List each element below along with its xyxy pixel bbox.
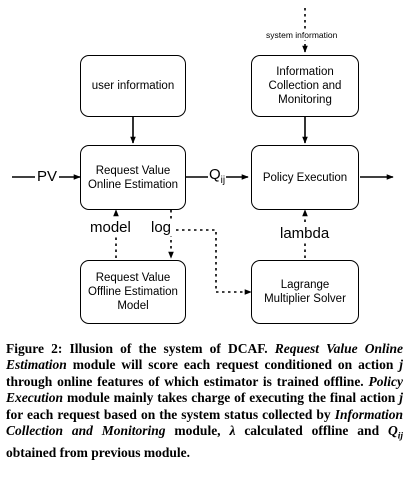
caption-part: obtained from previous module. bbox=[6, 445, 191, 461]
information-collection-box: Information Collection and Monitoring bbox=[251, 55, 359, 117]
policy-execution-label: Policy Execution bbox=[262, 171, 348, 184]
q-ij-main: Q bbox=[209, 166, 221, 183]
q-ij-subscript: ij bbox=[220, 175, 226, 186]
lambda-label: lambda bbox=[279, 225, 331, 242]
log-label: log bbox=[150, 219, 173, 236]
caption-part: for each request based on the system sta… bbox=[6, 406, 335, 422]
caption-part: Information Collection and Monitoring bbox=[6, 406, 403, 439]
lagrange-multiplier-solver-box: Lagrange Multiplier Solver bbox=[251, 260, 359, 324]
caption-part: Request Value Online Estimation bbox=[6, 341, 403, 373]
request-value-offline-estimation-box: Request Value Offline Estimation Model bbox=[80, 260, 186, 324]
log-arrow-to-lagrange bbox=[176, 229, 252, 295]
policy-execution-box: Policy Execution bbox=[251, 145, 359, 210]
figure-caption: Figure 2: Illusion of the system of DCAF… bbox=[6, 341, 403, 462]
lagrange-multiplier-solver-label: Lagrange Multiplier Solver bbox=[264, 279, 346, 305]
caption-figure-label: Figure 2: bbox=[6, 341, 63, 356]
information-collection-label: Information Collection and Monitoring bbox=[268, 66, 342, 106]
caption-part: module mainly takes charge of executing … bbox=[63, 390, 400, 406]
caption-part: Illusion of the system of DCAF. bbox=[62, 341, 275, 356]
caption-part: j bbox=[399, 390, 403, 406]
caption-body: Illusion of the system of DCAF. Request … bbox=[6, 341, 403, 460]
q-ij-label: Qij bbox=[208, 166, 227, 186]
pv-label: PV bbox=[35, 168, 60, 185]
caption-part: through online features of which estimat… bbox=[6, 373, 369, 389]
request-value-offline-estimation-label: Request Value Offline Estimation Model bbox=[88, 272, 178, 312]
request-value-online-estimation-box: Request Value Online Estimation bbox=[80, 145, 186, 210]
user-information-label: user information bbox=[91, 80, 175, 92]
caption-part: calculated offline and bbox=[235, 423, 388, 439]
caption-part: j bbox=[399, 357, 403, 373]
caption-part: module, bbox=[165, 423, 230, 439]
caption-part: λ bbox=[229, 423, 236, 439]
caption-part: ij bbox=[397, 431, 403, 442]
caption-part: Policy Execution bbox=[6, 373, 403, 406]
request-value-online-estimation-label: Request Value Online Estimation bbox=[87, 164, 179, 191]
user-information-box: user information bbox=[80, 55, 186, 117]
system-information-label: system information bbox=[264, 30, 340, 40]
caption-part: module will score each request condition… bbox=[66, 357, 400, 373]
caption-part: Q bbox=[387, 423, 398, 439]
model-label: model bbox=[89, 219, 132, 236]
